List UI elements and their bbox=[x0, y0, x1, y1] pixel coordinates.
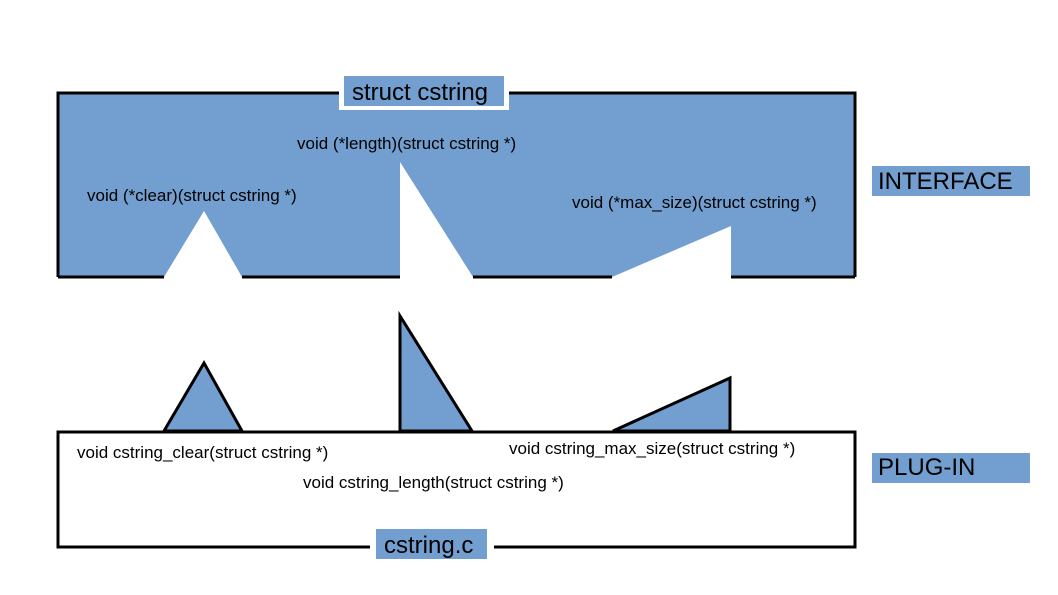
plugin-box bbox=[56, 430, 857, 549]
interface-box bbox=[58, 93, 855, 277]
interface-member-max-size: void (*max_size)(struct cstring *) bbox=[572, 193, 817, 212]
interface-side-label: INTERFACE bbox=[878, 168, 1013, 195]
interface-member-clear: void (*clear)(struct cstring *) bbox=[87, 186, 297, 205]
plugin-side-label: PLUG-IN bbox=[878, 454, 975, 481]
plugin-tab-length bbox=[398, 310, 475, 433]
plugin-function-length: void cstring_length(struct cstring *) bbox=[303, 473, 564, 492]
plugin-title-box bbox=[376, 529, 487, 559]
interface-title-box bbox=[344, 76, 504, 106]
plugin-function-max-size: void cstring_max_size(struct cstring *) bbox=[509, 439, 795, 458]
interface-title: struct cstring bbox=[352, 79, 488, 106]
plugin-function-clear: void cstring_clear(struct cstring *) bbox=[77, 443, 328, 462]
plugin-title: cstring.c bbox=[384, 532, 473, 559]
interface-member-length: void (*length)(struct cstring *) bbox=[297, 134, 516, 153]
interface-side-label-box bbox=[872, 166, 1030, 196]
plugin-tab-clear bbox=[161, 359, 245, 433]
plugin-tab-max-size bbox=[612, 375, 732, 433]
plugin-side-label-box bbox=[872, 453, 1030, 483]
